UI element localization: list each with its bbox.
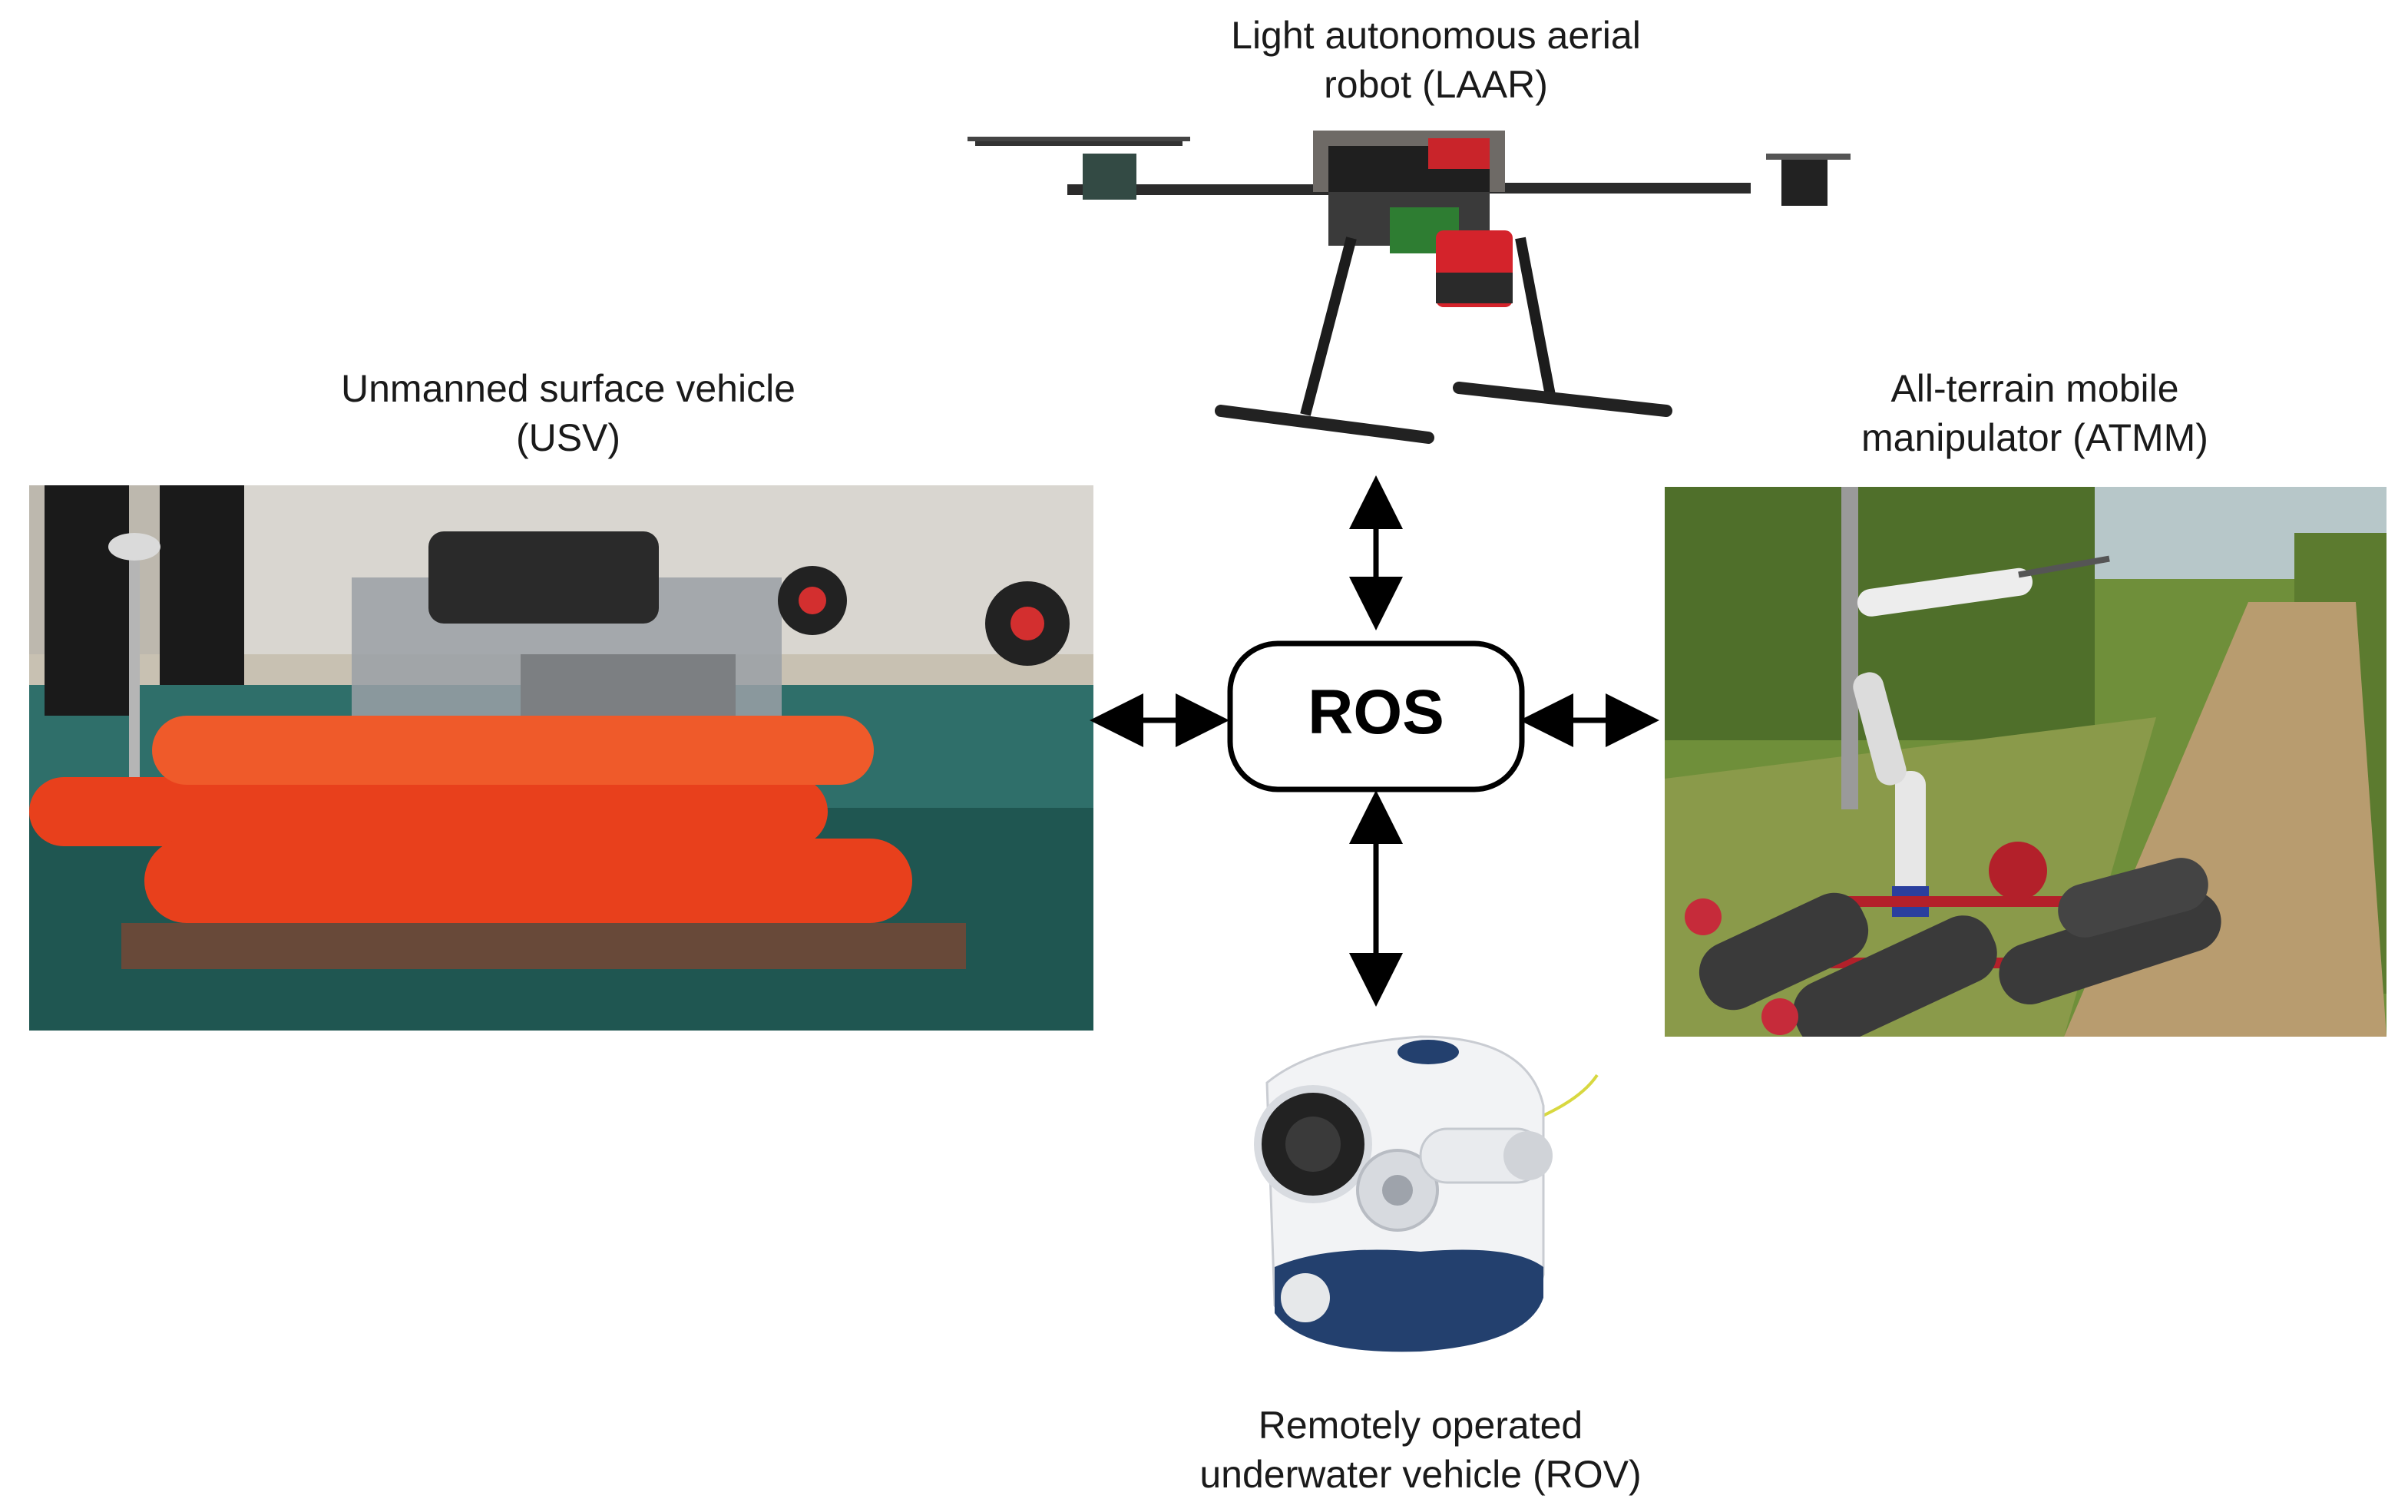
- ros-hub-box: [1227, 640, 1525, 792]
- rov-caption-line-2: underwater vehicle (ROV): [1199, 1453, 1642, 1496]
- underwater-drone-icon: [1254, 1035, 1599, 1352]
- atmm-robot-image: [1665, 487, 2386, 1037]
- drone-icon: [968, 131, 1851, 444]
- laar-caption-line-1: Light autonomous aerial: [1231, 14, 1641, 57]
- rov-caption-line-1: Remotely operated: [1258, 1404, 1583, 1447]
- laar-drone-image: [968, 115, 1858, 461]
- atmm-caption-line-2: manipulator (ATMM): [1861, 416, 2208, 459]
- ros-hub-label: ROS: [1308, 677, 1444, 747]
- usv-caption: Unmanned surface vehicle (USV): [261, 364, 875, 462]
- usv-caption-line-1: Unmanned surface vehicle: [341, 367, 796, 410]
- atmm-caption-line-1: All-terrain mobile: [1890, 367, 2179, 410]
- usv-caption-line-2: (USV): [515, 416, 621, 459]
- atmm-caption: All-terrain mobile manipulator (ATMM): [1728, 364, 2342, 462]
- usv-boat-image: [29, 485, 1093, 1031]
- tracked-robot-icon: [1665, 487, 2386, 1037]
- laar-caption-line-2: robot (LAAR): [1324, 63, 1548, 106]
- laar-caption: Light autonomous aerial robot (LAAR): [1129, 11, 1743, 109]
- boat-icon: [29, 485, 1093, 1031]
- rov-image: [1221, 1014, 1605, 1367]
- rov-caption: Remotely operated underwater vehicle (RO…: [1113, 1401, 1728, 1499]
